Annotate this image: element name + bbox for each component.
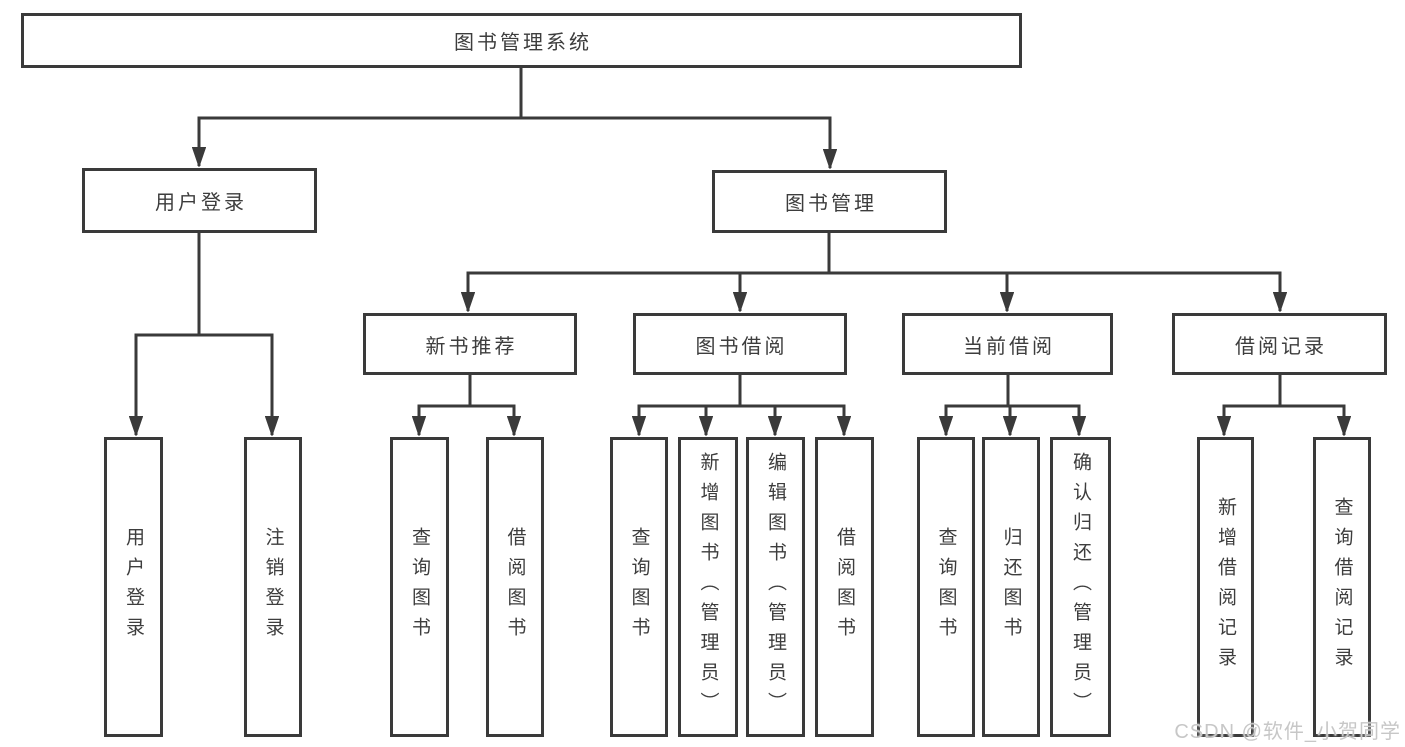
node-book-borrowing: 图书借阅 [633, 313, 847, 375]
node-label: 用户登录 [123, 527, 144, 647]
leaf-borrow-books-recommend: 借阅图书 [486, 437, 544, 737]
leaf-add-books-admin: 新增图书（管理员） [678, 437, 738, 737]
node-label: 查询借阅记录 [1331, 497, 1353, 677]
node-label: 归还图书 [1000, 527, 1022, 647]
node-label: 图书管理 [785, 193, 877, 215]
node-label: 新增借阅记录 [1215, 497, 1236, 677]
leaf-borrow-books-borrowing: 借阅图书 [815, 437, 874, 737]
node-label: 借阅记录 [1235, 335, 1327, 358]
leaf-logout: 注销登录 [244, 437, 302, 737]
node-label: 查询图书 [409, 527, 430, 647]
node-book-management: 图书管理 [712, 170, 947, 233]
leaf-edit-books-admin: 编辑图书（管理员） [746, 437, 805, 737]
node-label: 查询图书 [935, 527, 957, 647]
node-label: 新书推荐 [425, 335, 518, 358]
leaf-query-books-borrowing: 查询图书 [610, 437, 668, 737]
leaf-query-borrow-record: 查询借阅记录 [1313, 437, 1371, 737]
node-label: 确认归还（管理员） [1070, 452, 1091, 722]
csdn-watermark: CSDN @软件_小贺同学 [1174, 721, 1401, 743]
node-label: 当前借阅 [963, 335, 1055, 358]
node-label: 借阅图书 [504, 527, 526, 647]
node-label: 编辑图书（管理员） [765, 452, 786, 722]
leaf-confirm-return-admin: 确认归还（管理员） [1050, 437, 1111, 737]
node-label: 图书借阅 [695, 335, 788, 358]
leaf-query-books-current: 查询图书 [917, 437, 975, 737]
node-label: 新增图书（管理员） [697, 452, 719, 722]
node-label: 查询图书 [628, 527, 650, 647]
leaf-return-books: 归还图书 [982, 437, 1040, 737]
node-current-borrowing: 当前借阅 [902, 313, 1113, 375]
node-new-book-recommendation: 新书推荐 [363, 313, 577, 375]
node-label: 注销登录 [262, 527, 284, 647]
leaf-query-books-recommend: 查询图书 [390, 437, 449, 737]
leaf-user-login: 用户登录 [104, 437, 163, 737]
node-borrowing-records: 借阅记录 [1172, 313, 1387, 375]
node-label: 借阅图书 [834, 527, 855, 647]
node-library-management-system: 图书管理系统 [21, 13, 1022, 68]
node-label: 图书管理系统 [454, 32, 592, 54]
node-user-login: 用户登录 [82, 168, 317, 233]
leaf-add-borrow-record: 新增借阅记录 [1197, 437, 1254, 737]
node-label: 用户登录 [155, 192, 247, 214]
